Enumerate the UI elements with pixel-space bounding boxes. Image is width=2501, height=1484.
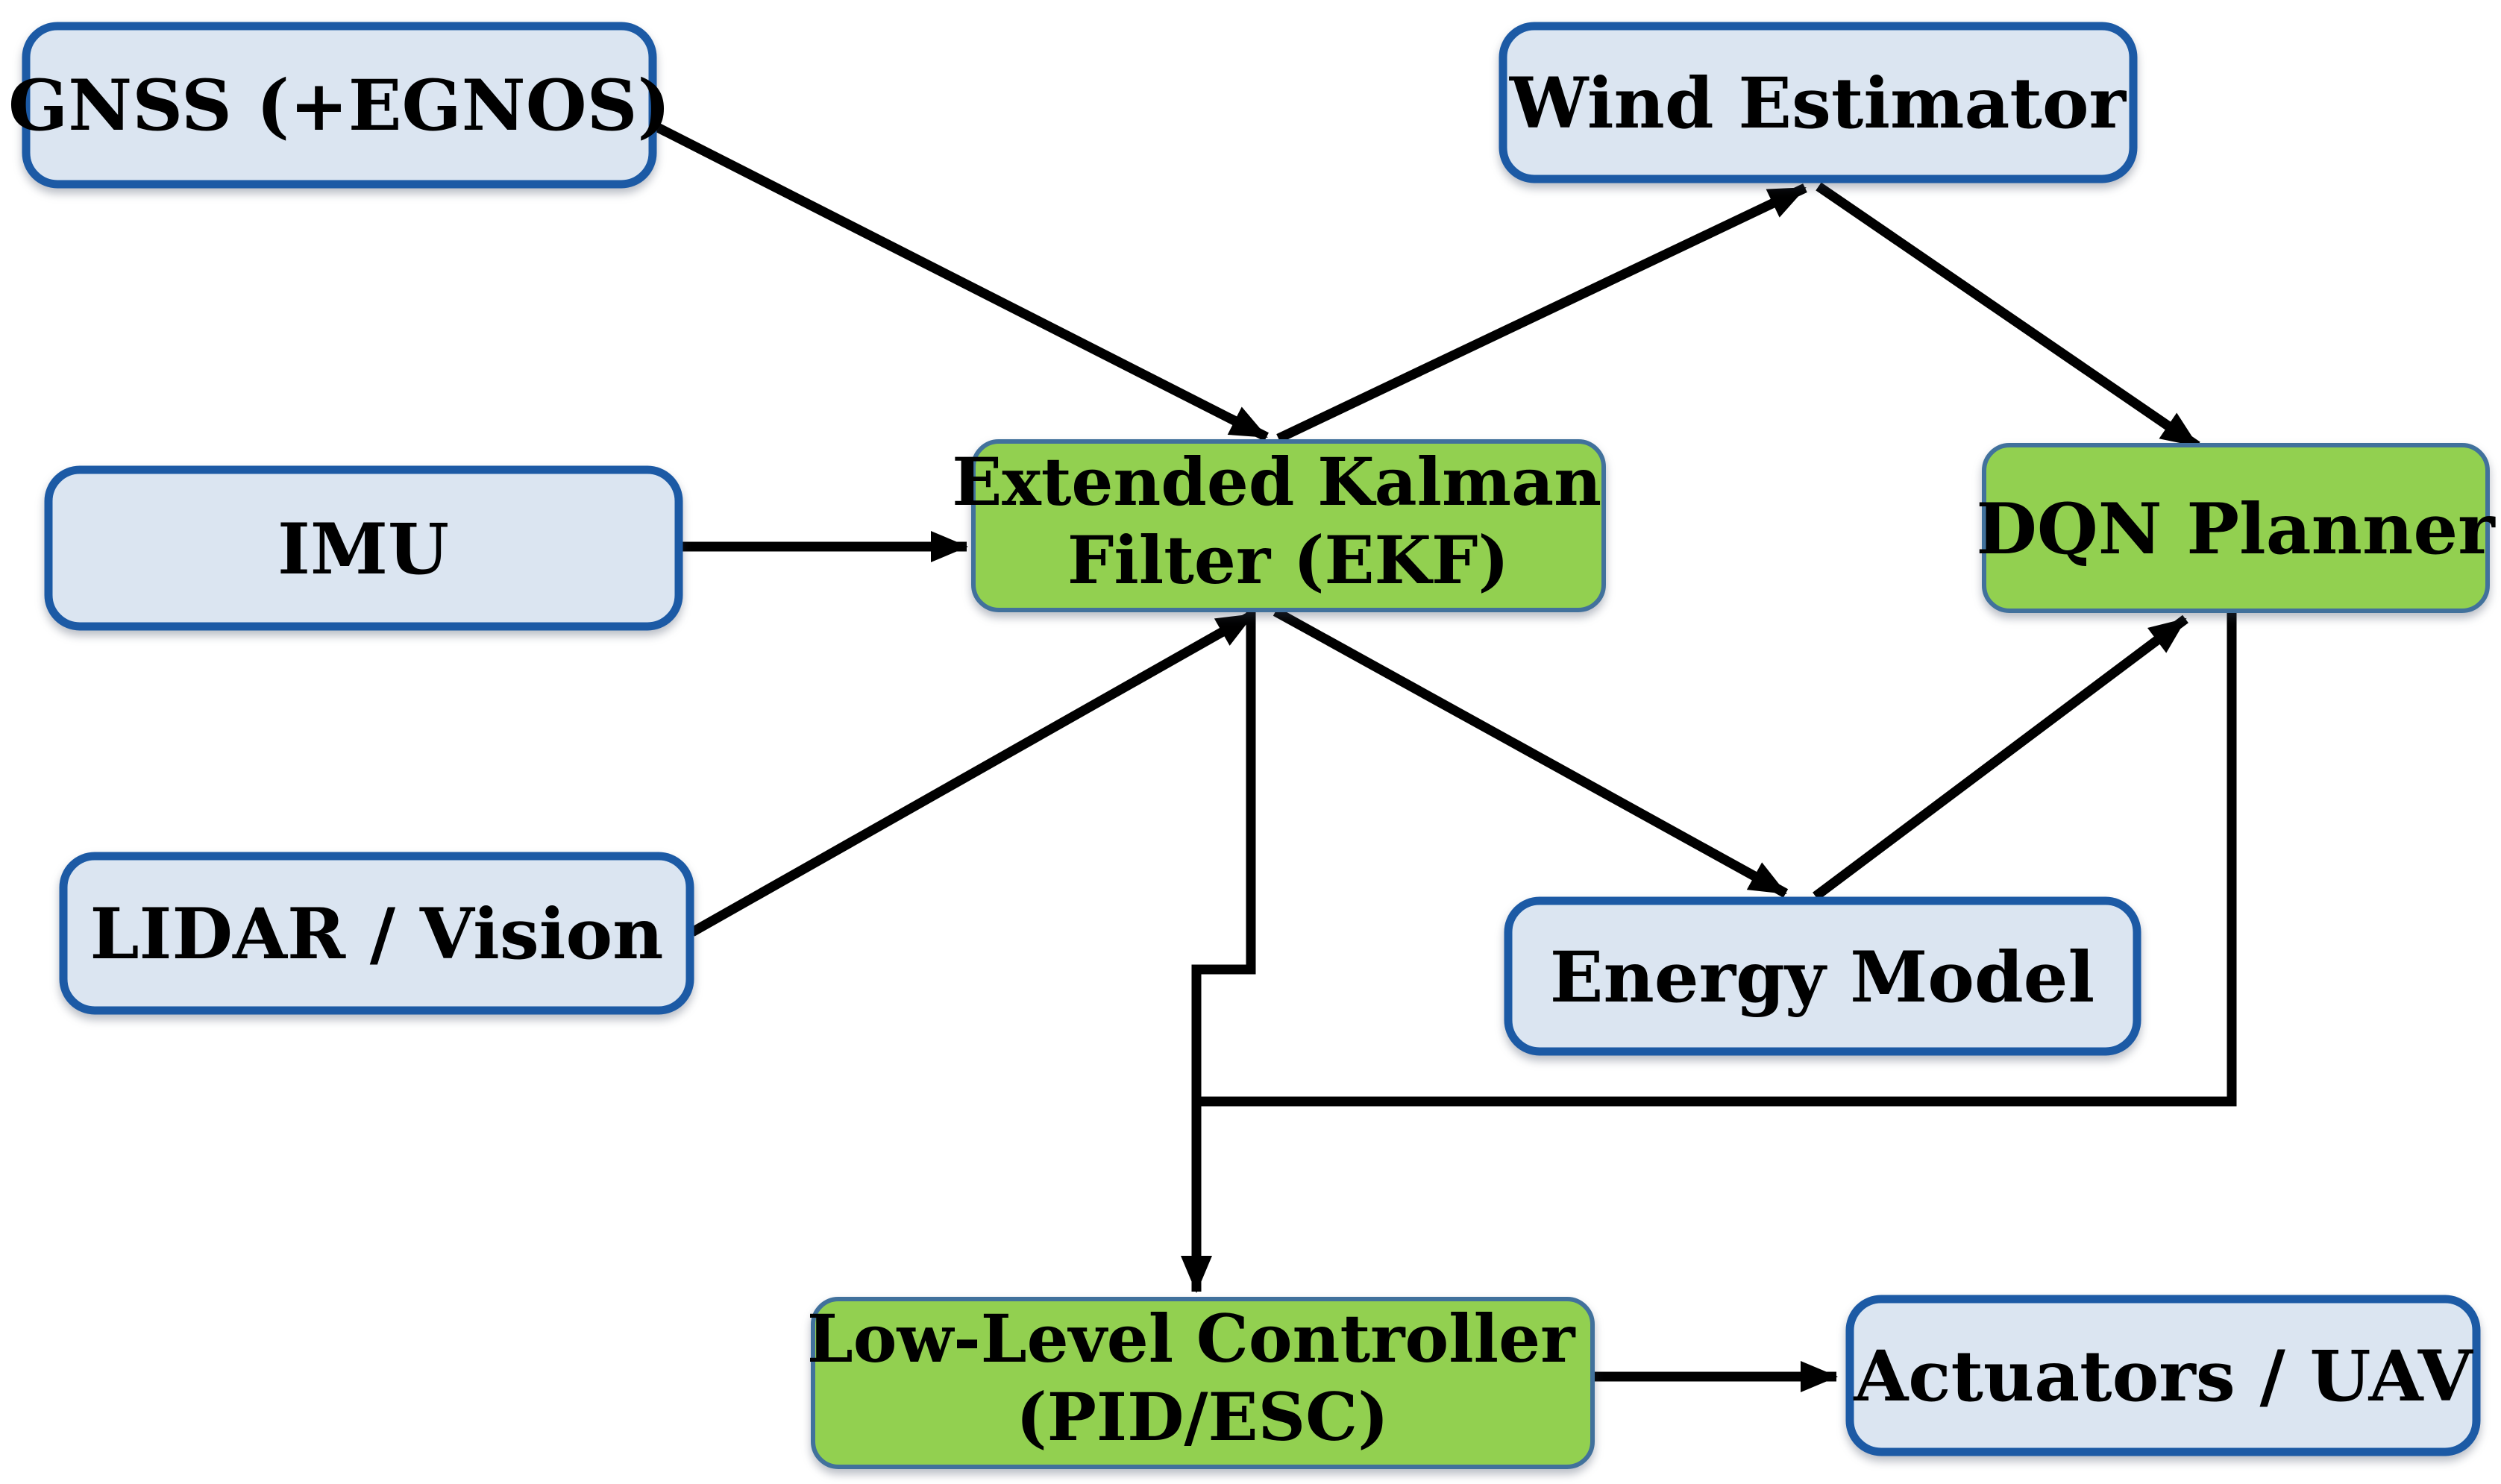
- node-box-low-level-controller: [811, 1297, 1595, 1469]
- edge-ekf-to-energy: [1273, 607, 1789, 898]
- edge-ekf-to-wind: [1276, 183, 1807, 443]
- node-label-low-level-controller: Low-Level Controller (PID/ESC): [807, 1300, 1598, 1456]
- edge-lidar-to-ekf: [689, 610, 1256, 937]
- node-label-ekf-line2: Filter (EKF): [1067, 521, 1509, 599]
- node-label-dqn-planner: DQN Planner: [1976, 488, 2496, 570]
- node-box-dqn-planner: [1982, 443, 2490, 613]
- edge-energy-to-dqn: [1813, 614, 2188, 901]
- node-low-level-controller: Low-Level Controller (PID/ESC): [807, 1297, 1598, 1469]
- edges-layer: [648, 119, 2237, 1392]
- node-label-wind-estimator: Wind Estimator: [1509, 63, 2127, 145]
- node-label-ekf: Extended Kalman Filter (EKF): [952, 443, 1625, 599]
- edge-wind-to-dqn: [1816, 182, 2200, 450]
- node-label-lidar-vision: LIDAR / Vision: [90, 893, 663, 975]
- edge-dqn-feedback-to-lowlevel: [1192, 611, 2237, 1107]
- edge-gnss-to-ekf: [648, 119, 1269, 441]
- node-label-energy-model: Energy Model: [1550, 937, 2094, 1019]
- node-label-actuators-uav: Actuators / UAV: [1853, 1336, 2473, 1418]
- node-label-low-level-controller-line1: Low-Level Controller: [807, 1300, 1576, 1377]
- node-label-ekf-line1: Extended Kalman: [952, 443, 1601, 521]
- node-label-gnss: GNSS (+EGNOS): [8, 65, 671, 147]
- node-box-actuators-uav: [1845, 1295, 2481, 1456]
- node-imu: IMU: [44, 465, 683, 631]
- edge-ekf-to-lowlevel: [1181, 610, 1256, 1293]
- node-actuators-uav: Actuators / UAV: [1845, 1295, 2481, 1456]
- node-gnss: GNSS (+EGNOS): [8, 22, 671, 189]
- node-energy-model: Energy Model: [1504, 896, 2141, 1056]
- node-label-imu: IMU: [277, 509, 449, 591]
- node-lidar-vision: LIDAR / Vision: [59, 852, 694, 1015]
- nodes-layer: GNSS (+EGNOS) Wind Estimator IMU Extende…: [8, 22, 2496, 1469]
- node-ekf: Extended Kalman Filter (EKF): [952, 439, 1625, 612]
- node-dqn-planner: DQN Planner: [1976, 443, 2496, 613]
- node-box-wind-estimator: [1499, 22, 2138, 183]
- node-box-imu: [44, 465, 683, 631]
- node-box-ekf: [971, 439, 1606, 612]
- node-wind-estimator: Wind Estimator: [1499, 22, 2138, 183]
- node-label-low-level-controller-line2: (PID/ESC): [1016, 1378, 1389, 1456]
- node-box-gnss: [22, 22, 657, 189]
- node-box-energy-model: [1504, 896, 2141, 1056]
- node-box-lidar-vision: [59, 852, 694, 1015]
